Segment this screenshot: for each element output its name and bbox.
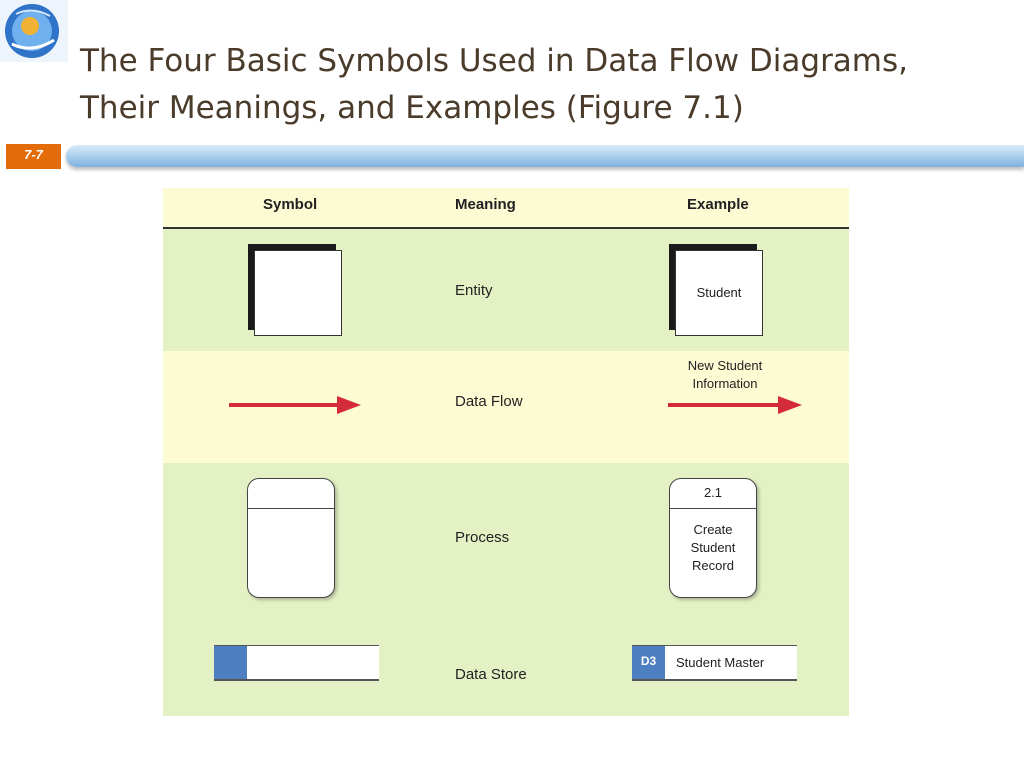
entity-example-label: Student: [696, 285, 742, 300]
data-store-example-id: D3: [632, 646, 665, 679]
process-example-line-2: Student: [690, 540, 736, 555]
data-store-example: D3 Student Master: [632, 645, 797, 681]
logo-image: [0, 0, 68, 62]
process-example-line-3: Record: [692, 558, 734, 573]
data-store-symbol: [214, 645, 379, 681]
title-divider-bar: [66, 145, 1024, 167]
dfd-symbols-figure: Symbol Meaning Example Entity Student Da…: [163, 188, 849, 716]
slide-title: The Four Basic Symbols Used in Data Flow…: [80, 38, 1000, 132]
header-example: Example: [687, 196, 749, 213]
process-example-id: 2.1: [670, 479, 756, 509]
data-store-row: Data Store D3 Student Master: [163, 616, 849, 716]
title-line-2: Their Meanings, and Examples (Figure 7.1…: [80, 90, 744, 126]
data-store-example-label: Student Master: [676, 655, 765, 670]
data-flow-example-label: New Student Information: [675, 357, 775, 393]
table-header-row: Symbol Meaning Example: [163, 188, 849, 229]
data-flow-row: Data Flow New Student Information: [163, 351, 849, 463]
data-flow-arrow-icon: [229, 396, 361, 414]
process-row: Process 2.1 Create Student Record: [163, 463, 849, 616]
process-meaning: Process: [455, 529, 510, 546]
entity-meaning: Entity: [455, 282, 493, 299]
data-flow-meaning: Data Flow: [455, 393, 523, 410]
title-line-1: The Four Basic Symbols Used in Data Flow…: [80, 43, 909, 79]
slide-number-badge: 7-7: [6, 144, 61, 169]
process-example: 2.1 Create Student Record: [669, 478, 757, 598]
header-meaning: Meaning: [455, 196, 516, 213]
data-flow-example-line-2: Information: [692, 376, 758, 391]
data-flow-example-arrow-icon: [668, 396, 802, 414]
data-store-meaning: Data Store: [455, 666, 527, 683]
entity-row: Entity Student: [163, 229, 849, 351]
data-flow-example-line-1: New Student: [687, 358, 763, 373]
header-symbol: Symbol: [263, 196, 318, 213]
process-example-line-1: Create: [693, 522, 733, 537]
process-symbol: [247, 478, 335, 598]
